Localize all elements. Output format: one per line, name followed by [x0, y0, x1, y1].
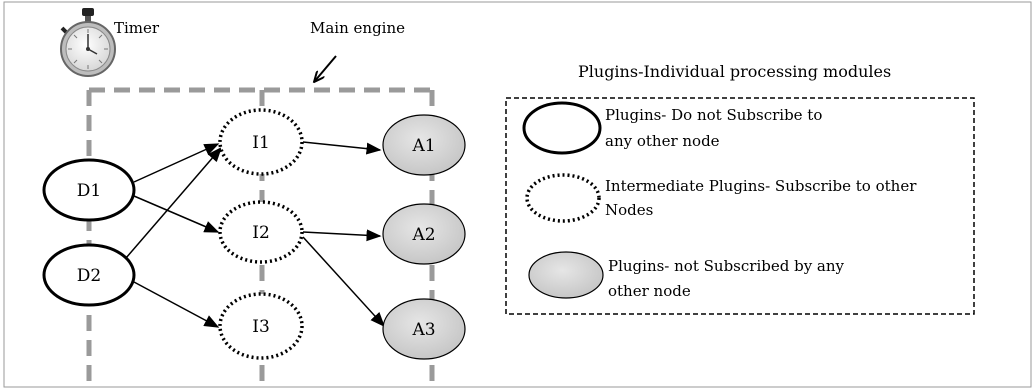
node-a3-label: A3 [411, 320, 435, 340]
edge-d1-i1 [133, 143, 220, 183]
figure-frame [3, 1, 1032, 388]
node-i1-label: I1 [252, 133, 270, 153]
edge-d1-i2 [133, 195, 220, 233]
main-engine-bus [86, 87, 435, 385]
node-d2: D2 [42, 243, 136, 307]
legend-shaded-ellipse [528, 251, 604, 299]
legend-title: Plugins-Individual processing modules [578, 62, 891, 81]
node-a2: A2 [382, 203, 466, 265]
node-i2: I2 [218, 200, 304, 264]
node-a3: A3 [382, 298, 466, 360]
node-i3: I3 [218, 292, 304, 360]
edges [125, 141, 386, 328]
legend-item-dotted: Intermediate Plugins- Subscribe to other… [525, 173, 917, 223]
legend-shaded-line-2: other node [608, 282, 691, 300]
legend-dotted-line-2: Nodes [605, 201, 653, 219]
legend-box [505, 97, 975, 315]
node-d2-label: D2 [77, 266, 101, 286]
legend-dotted-line-1: Intermediate Plugins- Subscribe to other [605, 177, 917, 195]
legend-item-solid: Plugins- Do not Subscribe to any other n… [522, 101, 822, 155]
edge-d2-i3 [133, 281, 220, 328]
edge-i1-a1 [302, 141, 382, 155]
edge-d2-i1 [125, 146, 222, 259]
legend-dotted-ellipse [525, 173, 601, 223]
stopwatch-icon [60, 8, 116, 77]
main-engine-label: Main engine [310, 19, 405, 37]
edge-i2-a3 [302, 236, 386, 328]
node-a1-label: A1 [411, 136, 435, 156]
node-i2-label: I2 [252, 223, 270, 243]
node-i3-label: I3 [252, 317, 270, 337]
legend-solid-line-1: Plugins- Do not Subscribe to [605, 106, 822, 124]
timer-label: Timer [114, 19, 160, 37]
node-d1-label: D1 [77, 181, 101, 201]
edge-i2-a2 [302, 229, 382, 242]
node-i1: I1 [218, 108, 304, 176]
node-a1: A1 [382, 114, 466, 176]
legend-solid-ellipse [522, 101, 602, 155]
legend-shaded-line-1: Plugins- not Subscribed by any [608, 257, 845, 275]
legend-item-shaded: Plugins- not Subscribed by any other nod… [528, 251, 845, 300]
legend-solid-line-2: any other node [605, 132, 720, 150]
main-engine-pointer-arrow [314, 55, 337, 82]
node-a2-label: A2 [411, 225, 435, 245]
node-d1: D1 [42, 158, 136, 222]
